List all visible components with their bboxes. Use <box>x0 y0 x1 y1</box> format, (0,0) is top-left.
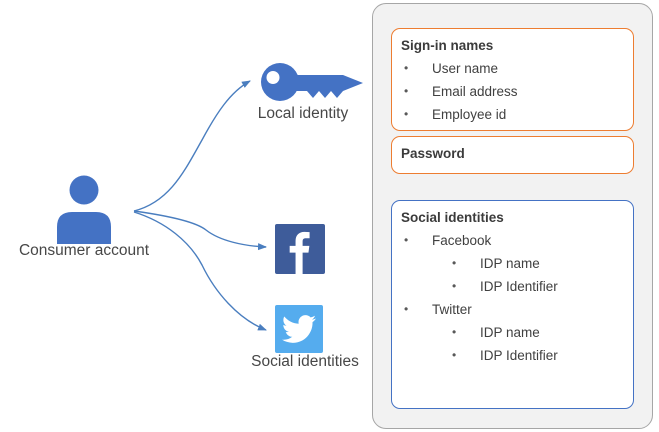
bullet-item: • IDP Identifier <box>392 275 633 298</box>
person-icon <box>57 175 111 244</box>
bullet-item: • Facebook <box>392 229 633 252</box>
arrow-to-facebook <box>133 210 267 251</box>
consumer-account-label: Consumer account <box>18 242 150 259</box>
local-identity-label: Local identity <box>257 105 349 122</box>
twitter-icon <box>275 305 323 353</box>
bullet-icon: • <box>452 325 457 339</box>
twitter-bird-icon <box>282 315 316 343</box>
social-identities-label: Social identities <box>251 353 359 370</box>
signin-names-title: Sign-in names <box>401 38 494 53</box>
social-identities-box: Social identities • Facebook • IDP name • IDP… <box>391 200 634 409</box>
bullet-icon: • <box>404 233 409 247</box>
bullet-icon: • <box>404 84 409 98</box>
bullet-icon: • <box>404 302 409 316</box>
bullet-item: • User name <box>392 57 633 80</box>
bullet-label: Employee id <box>432 107 507 122</box>
signin-names-box: Sign-in names • User name • Email address • E… <box>391 28 634 131</box>
facebook-icon <box>275 224 325 274</box>
bullet-label: User name <box>432 61 499 76</box>
attributes-panel: Sign-in names • User name • Email address • E… <box>372 3 653 429</box>
bullet-label: Facebook <box>432 233 492 248</box>
bullet-icon: • <box>404 107 409 121</box>
bullet-item: • Email address <box>392 80 633 103</box>
bullet-item: • IDP Identifier <box>392 344 633 367</box>
facebook-f-icon <box>289 231 310 274</box>
bullet-icon: • <box>404 61 409 75</box>
password-title: Password <box>401 146 465 161</box>
password-box: Password <box>391 136 634 174</box>
bullet-item: • Twitter <box>392 298 633 321</box>
bullet-item: • Employee id <box>392 103 633 126</box>
bullet-label: IDP Identifier <box>480 279 558 294</box>
social-identities-list: • Facebook • IDP name • IDP Identifier • Twitte… <box>392 229 633 367</box>
bullet-label: Email address <box>432 84 518 99</box>
bullet-icon: • <box>452 279 457 293</box>
bullet-label: IDP name <box>480 325 540 340</box>
bullet-icon: • <box>452 348 457 362</box>
bullet-item: • IDP name <box>392 252 633 275</box>
arrow-to-twitter <box>133 211 267 331</box>
bullet-icon: • <box>452 256 457 270</box>
bullet-label: IDP name <box>480 256 540 271</box>
bullet-item: • IDP name <box>392 321 633 344</box>
social-identities-title: Social identities <box>401 210 504 225</box>
key-icon <box>261 63 363 101</box>
bullet-label: IDP Identifier <box>480 348 558 363</box>
signin-names-list: • User name • Email address • Employee id <box>392 57 633 126</box>
arrow-to-local-identity <box>133 80 251 212</box>
bullet-label: Twitter <box>432 302 472 317</box>
